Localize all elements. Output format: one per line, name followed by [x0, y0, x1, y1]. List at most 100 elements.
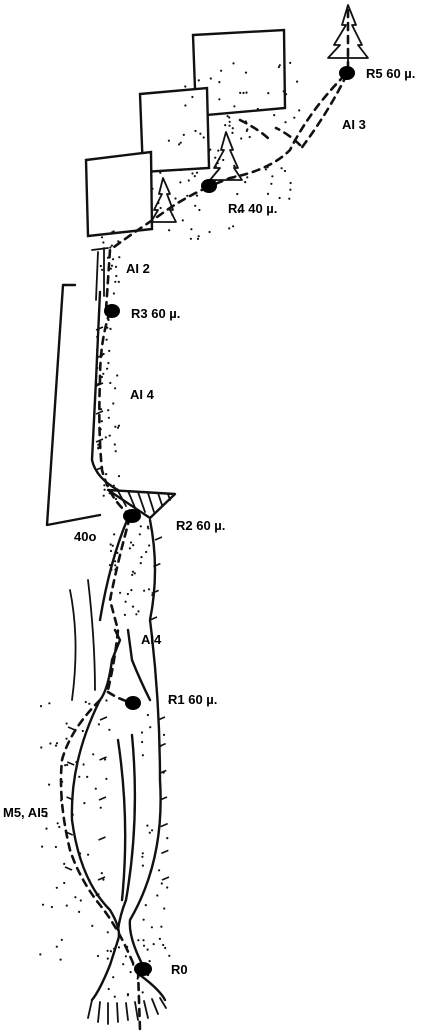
stipple-dot [96, 348, 99, 352]
stipple-dot [168, 954, 171, 957]
belay-markers [104, 66, 355, 976]
stipple-dot [131, 605, 135, 608]
couloir-bottleneck [98, 628, 152, 702]
stipple-dot [105, 699, 108, 702]
stipple-dot [113, 533, 116, 536]
center-pillar [116, 733, 137, 932]
stipple-dot [232, 62, 235, 65]
ice-tick [99, 716, 108, 721]
stipple-dot [48, 783, 51, 786]
stipple-dot [228, 124, 231, 127]
pitch-grade-ai2: AI 2 [126, 261, 150, 276]
right-wall-line [90, 290, 120, 492]
stipple-dot [102, 372, 105, 375]
stipple-dot [220, 69, 223, 72]
stipple-dot [111, 231, 114, 234]
belay-dot-r0 [134, 962, 152, 976]
stipple-dot [105, 777, 108, 781]
stipple-dot [39, 705, 43, 708]
belay-dot-r1 [125, 696, 141, 710]
stipple-dot [87, 853, 90, 856]
stipple-dot [226, 115, 229, 118]
stipple-dot [153, 586, 156, 589]
stipple-dot [83, 802, 86, 805]
stipple-dot [63, 881, 66, 885]
stipple-dot [234, 166, 237, 169]
stipple-dot [174, 197, 177, 200]
stipple-dot [116, 374, 119, 377]
stipple-dot [118, 256, 121, 259]
stipple-dot [181, 219, 184, 222]
stipple-dot [102, 878, 105, 881]
stipple-dot [135, 613, 138, 616]
stipple-dot [150, 926, 153, 929]
stipple-dot [124, 600, 127, 603]
stipple-dot [119, 591, 122, 594]
stipple-dot [163, 907, 166, 910]
stipple-dot [160, 925, 163, 928]
stipple-dot [114, 425, 117, 428]
stipple-dot [168, 229, 171, 232]
stipple-dot [191, 172, 194, 175]
stipple-dot [109, 543, 112, 546]
stipple-dot [112, 484, 115, 487]
stipple-dot [160, 882, 163, 885]
lower-fan [90, 938, 167, 1002]
stipple-dot [232, 225, 235, 228]
stipple-dot [106, 367, 109, 370]
stipple-dot [231, 127, 234, 130]
stipple-dot [193, 175, 196, 178]
stipple-dot [239, 91, 242, 94]
stipple-dot [106, 906, 109, 909]
stipple-dot [64, 764, 67, 767]
ice-tick [97, 876, 106, 881]
stipple-dot [86, 775, 89, 779]
stipple-dot [256, 107, 259, 111]
stipple-dot [41, 903, 45, 906]
stipple-dot [147, 588, 151, 591]
route-line [59, 8, 350, 1032]
stipple-dot [151, 187, 154, 190]
stipple-dot [109, 327, 112, 330]
stipple-dot [100, 236, 104, 239]
ice-tick [66, 796, 74, 801]
stipple-dot [113, 443, 116, 446]
stipple-dot [143, 589, 146, 592]
stipple-dot [245, 91, 248, 94]
stipple-dot [78, 910, 81, 914]
ice-tick [159, 796, 168, 801]
stipple-dot [218, 98, 221, 101]
stipple-dot [148, 960, 151, 963]
stipple-dot [164, 946, 167, 950]
stipple-dot [81, 729, 84, 733]
stipple-dot [280, 167, 283, 170]
stipple-dot [199, 132, 202, 135]
stipple-dot [182, 133, 185, 136]
stipple-dot [146, 525, 149, 528]
stipple-dot [278, 64, 281, 67]
stipple-dot [139, 562, 142, 565]
stipple-dot [277, 65, 280, 69]
stipple-dot [114, 564, 117, 567]
stipple-dot [144, 904, 147, 907]
stipple-dot [191, 95, 194, 99]
stipple-dot [159, 206, 162, 210]
stipple-dot [117, 424, 121, 427]
stipple-dot [141, 855, 144, 858]
ice-tick [158, 742, 166, 748]
stipple-dot [228, 227, 231, 230]
stipple-dot [109, 549, 113, 553]
stipple-dot [157, 201, 160, 205]
stipple-dot [114, 450, 117, 453]
stipple-dot [140, 731, 144, 734]
stipple-dot [158, 937, 161, 941]
stipple-dot [130, 589, 133, 592]
stipple-dot [104, 436, 107, 439]
stipple-dot [107, 361, 110, 365]
stipple-dot [105, 473, 108, 476]
stipple-dot [271, 175, 274, 178]
stipple-dot [110, 244, 113, 247]
stipple-dot [84, 700, 87, 704]
stipple-dot [141, 864, 144, 867]
ice-ticks [64, 326, 170, 881]
